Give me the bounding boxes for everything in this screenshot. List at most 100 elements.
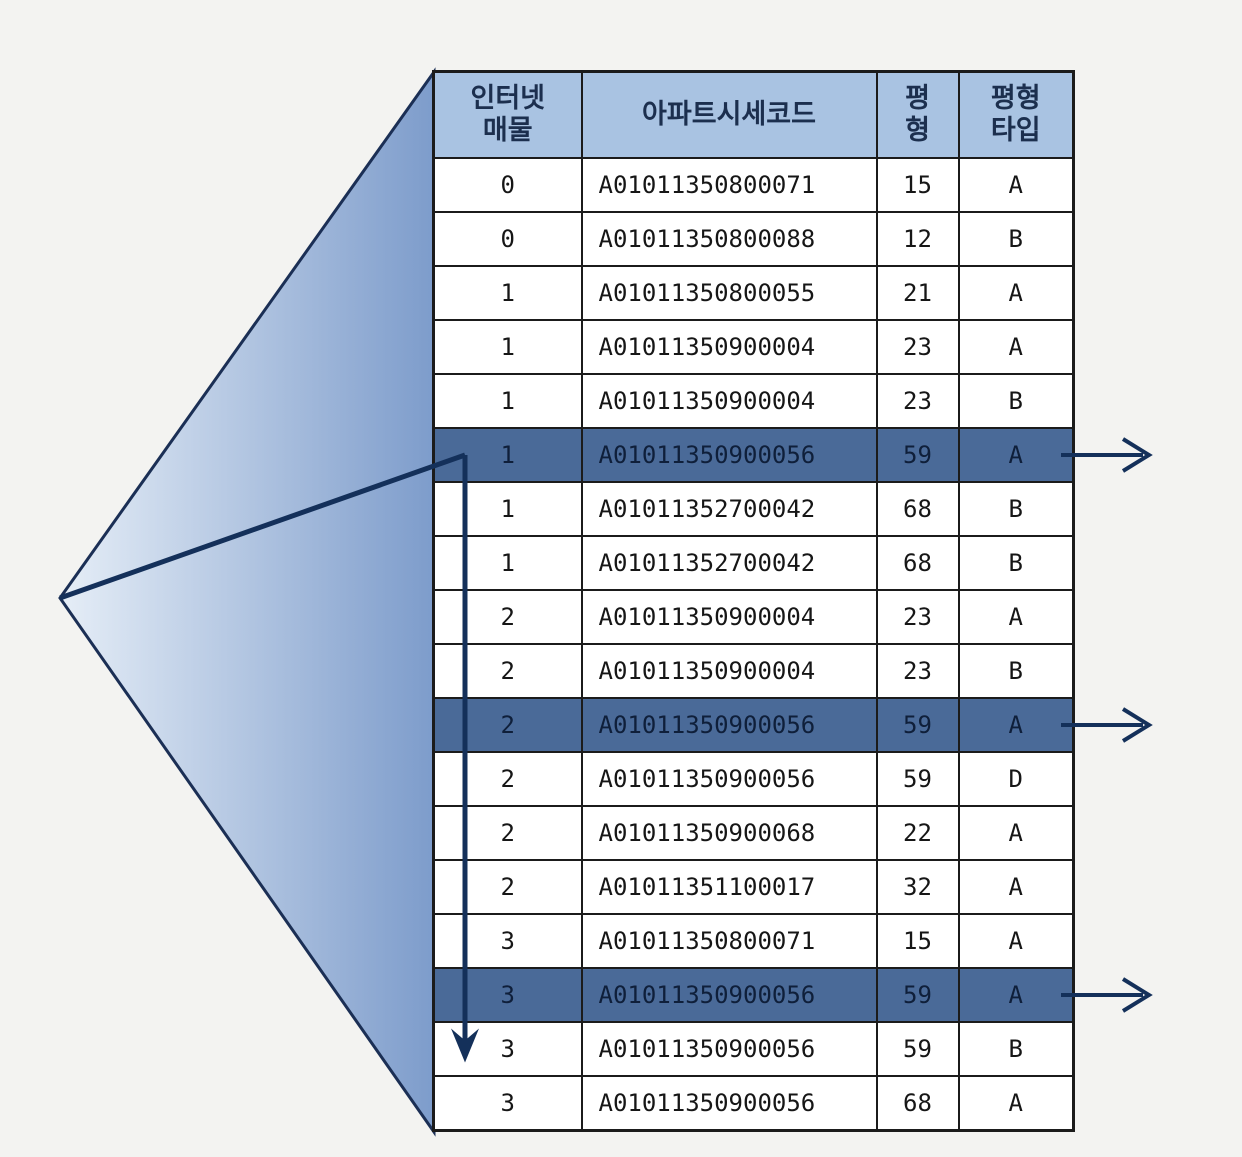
- cell-size-type: A: [957, 913, 1075, 969]
- cell-apt-code: A01011350900056: [580, 1021, 878, 1077]
- cell-internet-listing: 0: [432, 211, 583, 267]
- cell-internet-listing: 2: [432, 697, 583, 753]
- cell-apt-code: A01011350900056: [580, 697, 878, 753]
- cell-internet-listing: 2: [432, 805, 583, 861]
- cell-size-type: B: [957, 211, 1075, 267]
- cell-size: 15: [875, 157, 960, 213]
- header-text: 형: [905, 115, 930, 146]
- cell-internet-listing: 1: [432, 481, 583, 537]
- cell-apt-code: A01011350900056: [580, 751, 878, 807]
- cell-internet-listing: 3: [432, 967, 583, 1023]
- cell-size: 59: [875, 751, 960, 807]
- cell-size: 12: [875, 211, 960, 267]
- cell-size-type: A: [957, 697, 1075, 753]
- header-apt-price-code: 아파트시세코드: [580, 70, 878, 159]
- header-internet-listing: 인터넷 매물: [432, 70, 583, 159]
- cell-size: 59: [875, 967, 960, 1023]
- cell-size: 23: [875, 643, 960, 699]
- cell-internet-listing: 1: [432, 319, 583, 375]
- cell-internet-listing: 2: [432, 859, 583, 915]
- cell-internet-listing: 1: [432, 265, 583, 321]
- cell-size: 21: [875, 265, 960, 321]
- cell-size-type: A: [957, 265, 1075, 321]
- header-text: 인터넷: [470, 83, 546, 114]
- cell-apt-code: A01011350900056: [580, 427, 878, 483]
- cell-apt-code: A01011350900004: [580, 589, 878, 645]
- header-size: 평 형: [875, 70, 960, 159]
- cell-size: 68: [875, 481, 960, 537]
- cell-internet-listing: 3: [432, 913, 583, 969]
- cell-size-type: A: [957, 319, 1075, 375]
- cell-internet-listing: 1: [432, 427, 583, 483]
- cell-apt-code: A01011350900004: [580, 319, 878, 375]
- cell-apt-code: A01011350800071: [580, 157, 878, 213]
- cell-size-type: A: [957, 589, 1075, 645]
- cell-apt-code: A01011350900004: [580, 643, 878, 699]
- cell-size-type: B: [957, 535, 1075, 591]
- cell-size-type: B: [957, 643, 1075, 699]
- cell-size-type: A: [957, 805, 1075, 861]
- cell-apt-code: A01011352700042: [580, 481, 878, 537]
- cell-size-type: A: [957, 967, 1075, 1023]
- cell-size-type: A: [957, 859, 1075, 915]
- cell-size: 23: [875, 319, 960, 375]
- cell-internet-listing: 1: [432, 535, 583, 591]
- cell-apt-code: A01011350900004: [580, 373, 878, 429]
- cell-size: 15: [875, 913, 960, 969]
- cell-size: 68: [875, 1075, 960, 1132]
- cell-size: 32: [875, 859, 960, 915]
- header-row: 인터넷 매물 아파트시세코드 평 형 평형 타입: [432, 70, 1075, 159]
- cell-internet-listing: 3: [432, 1075, 583, 1132]
- cell-internet-listing: 2: [432, 589, 583, 645]
- header-text: 타입: [990, 115, 1041, 146]
- header-text: 평형: [990, 83, 1041, 114]
- cell-size: 68: [875, 535, 960, 591]
- cell-size-type: D: [957, 751, 1075, 807]
- cell-apt-code: A01011350900068: [580, 805, 878, 861]
- cell-size: 59: [875, 697, 960, 753]
- wedge-shape: [58, 67, 436, 1137]
- cell-apt-code: A01011350900056: [580, 967, 878, 1023]
- cell-size-type: A: [957, 427, 1075, 483]
- header-size-type: 평형 타입: [957, 70, 1075, 159]
- cell-internet-listing: 2: [432, 643, 583, 699]
- cell-size: 23: [875, 589, 960, 645]
- cell-apt-code: A01011350800088: [580, 211, 878, 267]
- cell-internet-listing: 2: [432, 751, 583, 807]
- cell-apt-code: A01011350800071: [580, 913, 878, 969]
- cell-size: 23: [875, 373, 960, 429]
- cell-size: 22: [875, 805, 960, 861]
- header-text: 매물: [482, 115, 533, 146]
- header-text: 아파트시세코드: [642, 99, 816, 130]
- cell-size-type: B: [957, 373, 1075, 429]
- cell-internet-listing: 1: [432, 373, 583, 429]
- cell-size: 59: [875, 1021, 960, 1077]
- cell-apt-code: A01011351100017: [580, 859, 878, 915]
- cell-internet-listing: 3: [432, 1021, 583, 1077]
- cell-apt-code: A01011350900056: [580, 1075, 878, 1132]
- cell-size: 59: [875, 427, 960, 483]
- cell-size-type: A: [957, 157, 1075, 213]
- header-text: 평: [905, 83, 930, 114]
